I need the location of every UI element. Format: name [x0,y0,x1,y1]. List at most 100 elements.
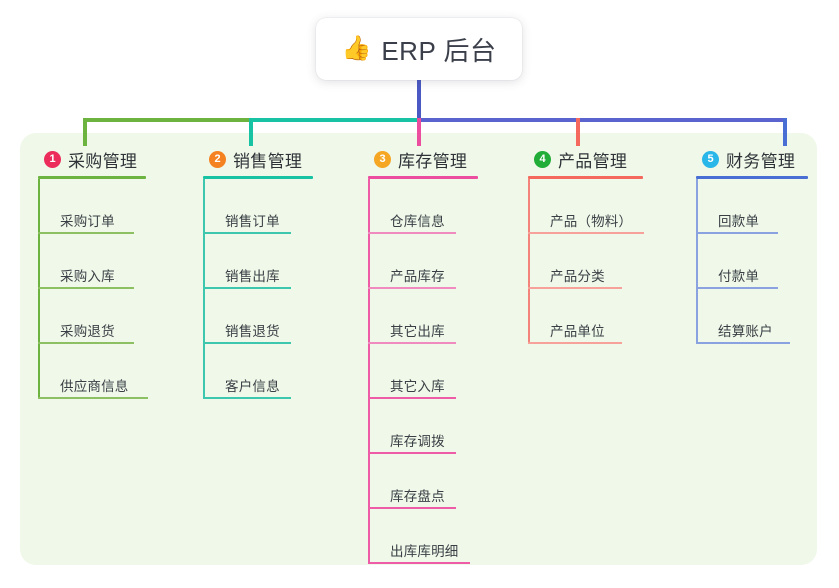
item-rule [38,287,134,289]
list-item[interactable]: 供应商信息 [38,344,148,399]
list-item[interactable]: 产品单位 [528,289,643,344]
item-label: 产品（物料） [550,214,633,229]
column-spine-1 [38,179,40,399]
list-item[interactable]: 库存调拨 [368,399,478,454]
column-header-rule-1 [38,176,146,179]
column-items-2: 销售订单 销售出库 销售退货 客户信息 [203,179,313,399]
item-rule [368,287,456,289]
column-spine-3 [368,179,370,564]
column-badge-4: 4 [534,150,551,168]
column-spine-2 [203,179,205,399]
column-badge-5: 5 [702,150,719,168]
item-rule [368,452,456,454]
list-item[interactable]: 库存盘点 [368,454,478,509]
column-header-1[interactable]: 1 采购管理 [38,146,146,172]
item-rule [368,562,470,564]
root-node-title: ERP 后台 [381,35,497,66]
item-rule [203,232,291,234]
list-item[interactable]: 仓库信息 [368,179,478,234]
column-header-rule-5 [696,176,808,179]
item-label: 付款单 [718,269,760,284]
content-panel [20,133,817,565]
list-item[interactable]: 销售订单 [203,179,313,234]
item-rule [368,397,456,399]
item-label: 其它入库 [390,379,445,394]
item-label: 仓库信息 [390,214,445,229]
list-item[interactable]: 产品分类 [528,234,643,289]
item-label: 出库库明细 [390,544,459,559]
item-label: 结算账户 [718,324,773,339]
item-label: 其它出库 [390,324,445,339]
list-item[interactable]: 回款单 [696,179,808,234]
item-label: 供应商信息 [60,379,129,394]
item-label: 库存调拨 [390,434,445,449]
column-spine-4 [528,179,530,344]
column-badge-1: 1 [44,150,61,168]
list-item[interactable]: 客户信息 [203,344,313,399]
item-rule [203,397,291,399]
item-label: 产品库存 [390,269,445,284]
item-rule [368,507,456,509]
column-header-rule-4 [528,176,643,179]
thumbs-up-icon: 👍 [341,35,372,62]
column-items-1: 采购订单 采购入库 采购退货 供应商信息 [38,179,148,399]
list-item[interactable]: 结算账户 [696,289,808,344]
column-header-3[interactable]: 3 库存管理 [368,146,478,172]
item-rule [696,342,790,344]
column-header-rule-2 [203,176,313,179]
list-item[interactable]: 采购退货 [38,289,146,344]
item-label: 产品分类 [550,269,605,284]
list-item[interactable]: 采购入库 [38,234,146,289]
item-label: 采购入库 [60,269,115,284]
item-label: 回款单 [718,214,760,229]
list-item[interactable]: 出库库明细 [368,509,478,564]
item-rule [38,342,134,344]
column-header-5[interactable]: 5 财务管理 [696,146,808,172]
column-purchase-management: 1 采购管理 采购订单 采购入库 采购退货 供应商信 [38,146,148,399]
list-item[interactable]: 其它入库 [368,344,478,399]
item-rule [38,397,148,399]
item-label: 采购订单 [60,214,115,229]
column-items-3: 仓库信息 产品库存 其它出库 其它入库 库存调拨 [368,179,478,564]
item-rule [203,287,291,289]
item-label: 销售退货 [225,324,280,339]
item-label: 产品单位 [550,324,605,339]
column-items-5: 回款单 付款单 结算账户 [696,179,808,344]
list-item[interactable]: 采购订单 [38,179,146,234]
column-header-4[interactable]: 4 产品管理 [528,146,643,172]
list-item[interactable]: 其它出库 [368,289,478,344]
list-item[interactable]: 付款单 [696,234,808,289]
item-label: 采购退货 [60,324,115,339]
column-badge-3: 3 [374,150,391,168]
column-header-rule-3 [368,176,478,179]
column-finance-management: 5 财务管理 回款单 付款单 结算账户 [696,146,808,344]
list-item[interactable]: 销售退货 [203,289,313,344]
item-label: 库存盘点 [390,489,445,504]
item-rule [528,287,622,289]
item-rule [203,342,291,344]
column-title-3: 库存管理 [398,151,468,171]
column-sales-management: 2 销售管理 销售订单 销售出库 销售退货 客户信息 [203,146,313,399]
column-items-4: 产品（物料） 产品分类 产品单位 [528,179,644,344]
item-rule [368,232,456,234]
column-title-1: 采购管理 [68,151,138,171]
root-node-card[interactable]: 👍 ERP 后台 [316,18,522,80]
column-inventory-management: 3 库存管理 仓库信息 产品库存 其它出库 其它入库 [368,146,478,564]
item-label: 客户信息 [225,379,280,394]
column-header-2[interactable]: 2 销售管理 [203,146,313,172]
column-title-4: 产品管理 [558,151,628,171]
item-rule [528,232,644,234]
column-badge-2: 2 [209,150,226,168]
list-item[interactable]: 产品库存 [368,234,478,289]
column-spine-5 [696,179,698,344]
column-product-management: 4 产品管理 产品（物料） 产品分类 产品单位 [528,146,644,344]
column-title-2: 销售管理 [233,151,303,171]
item-rule [368,342,456,344]
list-item[interactable]: 产品（物料） [528,179,644,234]
list-item[interactable]: 销售出库 [203,234,313,289]
item-rule [38,232,134,234]
item-label: 销售出库 [225,269,280,284]
column-title-5: 财务管理 [726,151,796,171]
